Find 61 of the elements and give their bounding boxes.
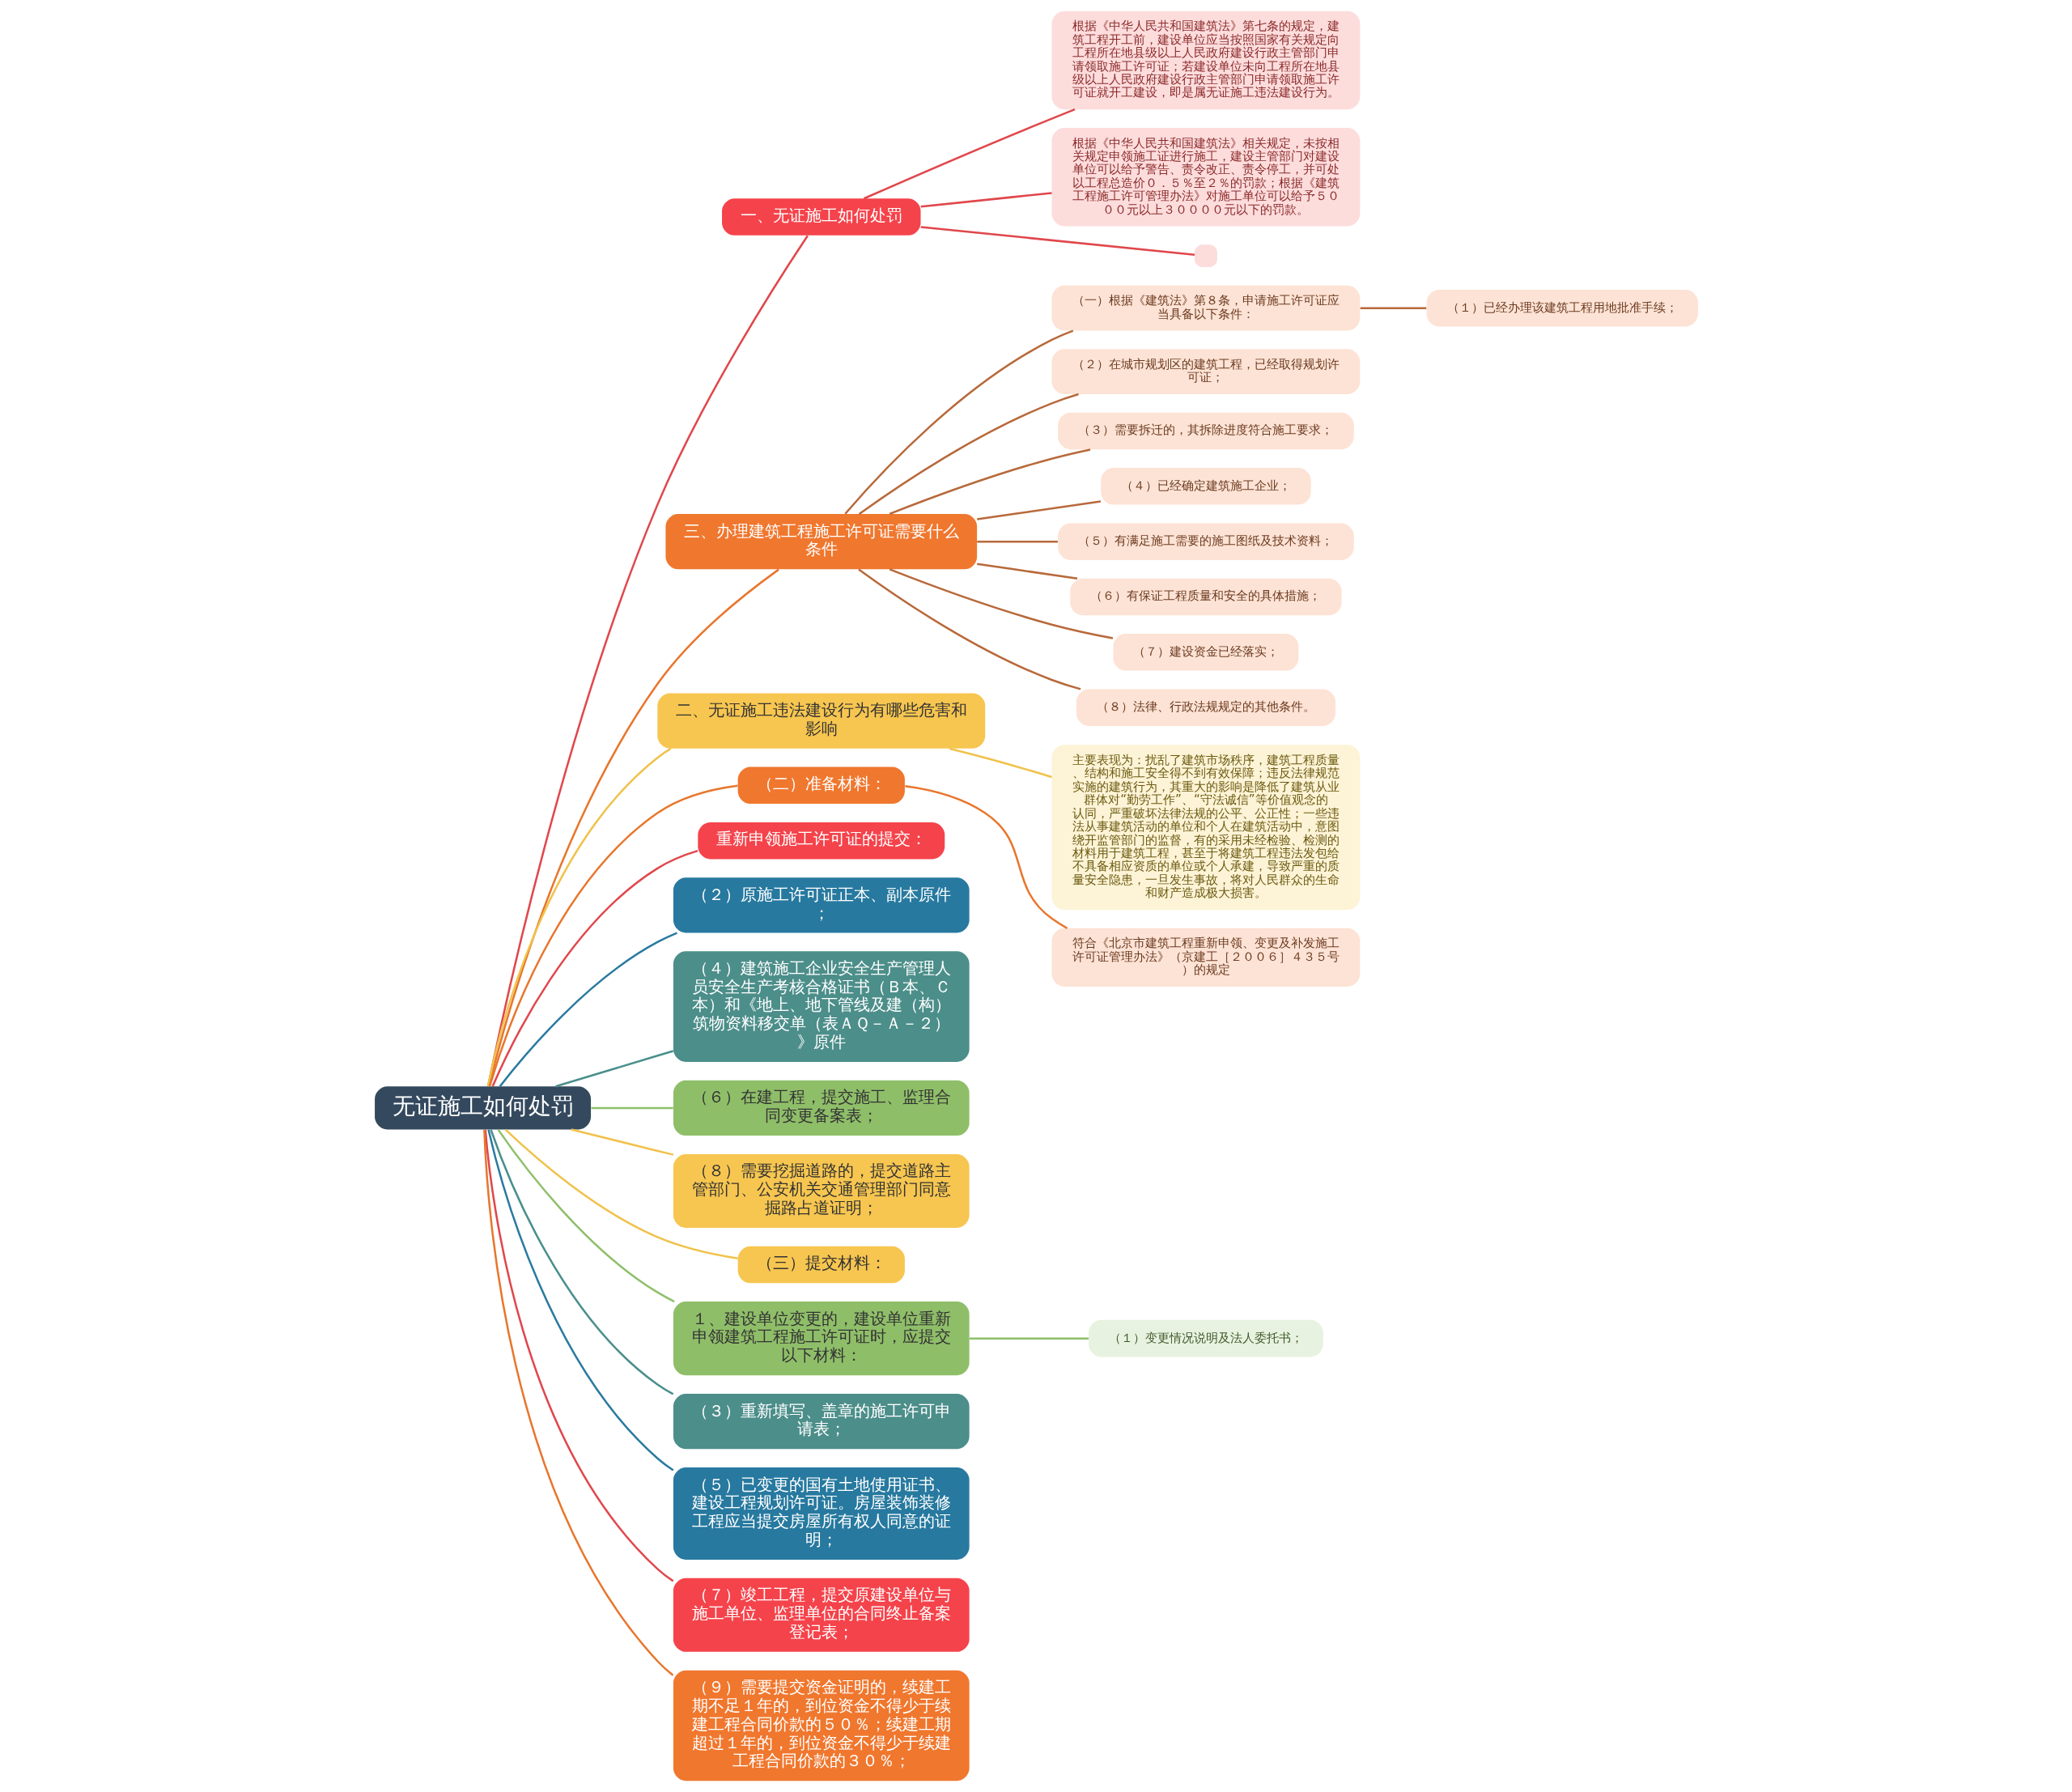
connector [499,932,677,1087]
connector [976,540,1058,543]
node-box: （２）原施工许可证正本、副本原件； [673,877,970,933]
node-box: （１）已经办理该建筑工程用地批准手续； [1426,289,1698,327]
node-box: （４）建筑施工企业安全生产管理人员安全生产考核合格证书（Ｂ本、Ｃ本）和《地上、地下管线及建（构）筑物资料移交单（表ＡＱ－Ａ－２）》原件 [673,951,970,1062]
connector [482,1129,673,1676]
connector [486,235,809,1087]
connector [858,393,1079,515]
connector [497,1129,675,1303]
node-box: （３）需要拆迁的，其拆除进度符合施工要求； [1057,412,1354,450]
connector [554,1050,673,1088]
node-box: （７）建设资金已经落实； [1112,634,1298,671]
node-box: （５）已变更的国有土地使用证书、建设工程规划许可证。房屋装饰装修工程应当提交房屋所有权人同意的证明； [673,1467,970,1560]
connector [483,1129,673,1582]
connector [591,1106,673,1110]
connector [1360,307,1426,309]
node-box: （８）法律、行政法规规定的其他条件。 [1076,689,1335,726]
connector [486,747,671,1087]
connector [571,1128,673,1156]
node-box: 一、无证施工如何处罚 [721,198,920,236]
node-box: 无证施工如何处罚 [374,1086,591,1130]
connector [904,785,1068,929]
node-box: （３）重新填写、盖章的施工许可申请表； [673,1394,970,1450]
node-box: （９）需要提交资金证明的，续建工期不足１年的，到位资金不得少于续建工程合同价款的５０％；续建工期超过１年的，到位资金不得少于续建工程合同价款的３０％； [673,1670,970,1781]
node-box: （１）变更情况说明及法人委托书； [1088,1319,1323,1357]
connector [489,1129,673,1395]
node-box: 主要表现为：扰乱了建筑市场秩序，建筑工程质量、结构和施工安全得不到有效保障；违反法律规范实施的建筑行为，其重大的影响是降低了建筑从业群体对“勤劳工作”、“守法诚信”等价值观念的认同，严重破坏法律法规的公平、公正性；一些违法从事建筑活动的单位和个人在建筑活动中，意图绕开监管部门的监督，有的采用未经检验、检测的材料用于建筑工程，甚至于将建筑工程违法发包给不具备相应资质的单位或个人承建，导致严重的质量安全隐患，一旦发生事故，将对人民群众的生命和财产造成极大损害。 [1051,745,1360,911]
node-box: （４）已经确定建筑施工企业； [1100,468,1311,505]
connector [488,784,738,1087]
node-box: （５）有满足施工需要的施工图纸及技术资料； [1057,523,1354,560]
connector [863,108,1075,200]
connector [969,1337,1089,1340]
connector [889,568,1113,639]
connector [920,192,1052,208]
connector [920,226,1195,257]
node-box: １、建设单位变更的，建设单位重新申领建筑工程施工许可证时，应提交以下材料： [673,1302,970,1376]
connector [504,1128,738,1259]
node-box [1194,244,1217,268]
node-box: 符合《北京市建筑工程重新申领、变更及补发施工许可证管理办法》（京建工［２００６］４３５号）的规定 [1051,928,1360,987]
node-box: （一）根据《建筑法》第８条，申请施工许可证应当具备以下条件： [1051,285,1360,331]
connector [486,1129,674,1471]
connector [976,563,1077,580]
node-box: 根据《中华人民共和国建筑法》相关规定，未按相关规定申领施工证进行施工，建设主管部门对建设单位可以给予警告、责令改正、责令停工，并可处以工程总造价０．５％至２％的罚款；根据《建筑工程施工许可管理办法》对施工单位可以给予５０００元以上３００００元以下的罚款。 [1051,127,1360,227]
connector [889,448,1090,516]
connector [487,568,779,1087]
node-box: （７）竣工工程，提交原建设单位与施工单位、监理单位的合同终止备案登记表； [673,1578,970,1652]
node-box: 二、无证施工违法建设行为有哪些危害和影响 [656,693,985,749]
connector [857,568,1081,690]
node-box: 三、办理建筑工程施工许可证需要什么条件 [664,514,977,570]
connector [949,747,1052,779]
node-box: （６）有保证工程质量和安全的具体措施； [1069,578,1342,616]
node-box: （２）在城市规划区的建筑工程，已经取得规划许可证； [1051,349,1360,394]
connector [491,849,698,1087]
node-box: （６）在建工程，提交施工、监理合同变更备案表； [673,1080,970,1136]
node-box: 重新申领施工许可证的提交： [697,822,945,860]
connector [843,329,1073,515]
node-box: （８）需要挖掘道路的，提交道路主管部门、公安机关交通管理部门同意掘路占道证明； [673,1153,970,1228]
node-box: （三）提交材料： [737,1246,905,1284]
node-box: （二）准备材料： [737,766,905,805]
connector [976,500,1101,520]
node-box: 根据《中华人民共和国建筑法》第七条的规定，建筑工程开工前，建设单位应当按照国家有关规定向工程所在地县级以上人民政府建设行政主管部门申请领取施工许可证；若建设单位未向工程所在地县级以上人民政府建设行政主管部门申请领取施工许可证就开工建设，即是属无证施工违法建设行为。 [1051,11,1360,110]
